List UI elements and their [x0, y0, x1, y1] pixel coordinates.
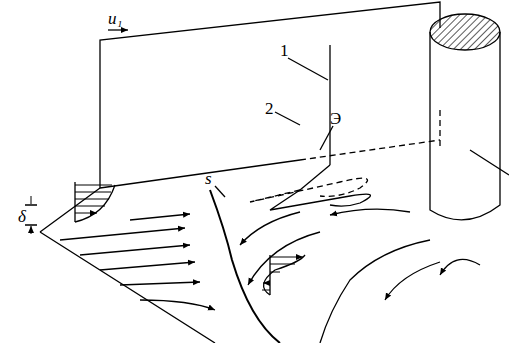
callout-number: 2 [265, 100, 274, 117]
callout-number: 1 [280, 42, 289, 59]
callout-number: Э [330, 110, 341, 127]
thickness-label: δ [18, 208, 26, 225]
separation-line-label: s [205, 170, 212, 187]
flow-velocity-label: u₁ [108, 10, 122, 27]
